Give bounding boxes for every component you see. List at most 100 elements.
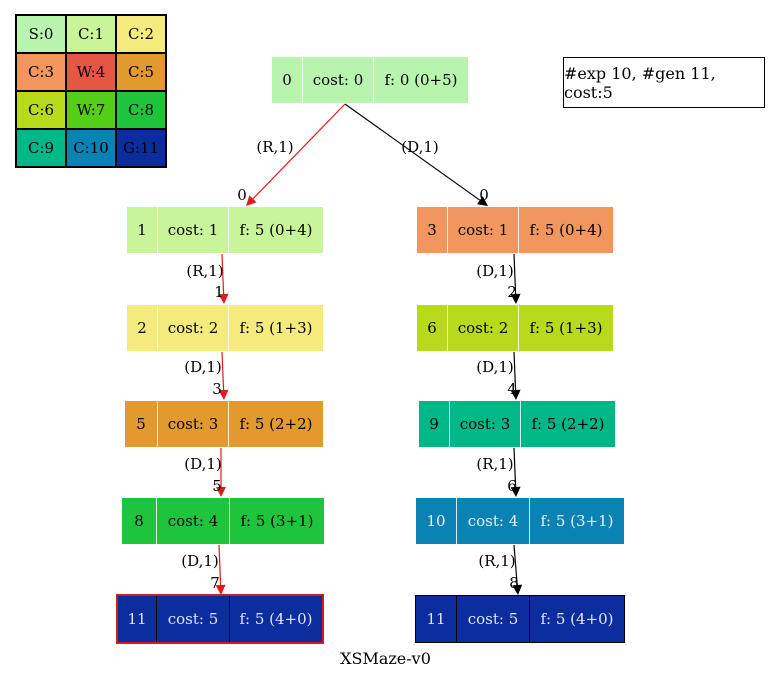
legend-cell: C:10 [67, 130, 115, 166]
legend-cell: S:0 [17, 16, 65, 52]
node-cost: cost: 2 [447, 305, 518, 351]
edge-arrowhead [216, 487, 226, 497]
edge-arrowhead [512, 584, 523, 595]
edge-action-label: (D,1) [476, 262, 514, 280]
node-state: 10 [426, 512, 446, 530]
edge-action-label: (D,1) [184, 455, 222, 473]
search-edge: (R,1) 1 [186, 253, 229, 304]
node-f-value: f: 5 (1+3) [518, 305, 613, 351]
edge-line [218, 544, 222, 586]
node-state: 3 [427, 221, 437, 239]
search-stats-text: #exp 10, #gen 11, cost:5 [564, 63, 716, 102]
node-state: 11 [426, 610, 446, 628]
diagram-title: XSMaze-v0 [340, 649, 431, 668]
edge-order-label: 0 [237, 186, 247, 204]
node-cost: cost: 1 [157, 207, 228, 253]
edge-line [252, 103, 346, 200]
edge-arrowhead [510, 293, 521, 304]
legend-cell: C:6 [17, 92, 65, 128]
search-edge: (D,1) 0 [344, 103, 489, 206]
node-cost: cost: 4 [156, 498, 229, 544]
edge-action-label: (R,1) [476, 455, 513, 473]
edge-line [513, 253, 517, 295]
edge-action-label: (D,1) [181, 552, 219, 570]
node-cost: cost: 4 [456, 498, 529, 544]
node-f-value: f: 5 (3+1) [529, 498, 624, 544]
edge-arrowhead [510, 389, 521, 400]
edge-order-label: 4 [507, 380, 517, 398]
search-edge: (D,1) 4 [476, 351, 521, 400]
legend-cell: C:5 [117, 54, 165, 90]
edge-order-label: 1 [214, 283, 224, 301]
node-state: 6 [427, 319, 437, 337]
legend-cell: W:4 [67, 54, 115, 90]
edge-action-label: (D,1) [401, 138, 439, 156]
node-cost: cost: 5 [456, 596, 529, 642]
edge-order-label: 5 [212, 477, 222, 495]
edge-order-label: 2 [507, 283, 517, 301]
search-edge: (D,1) 5 [184, 448, 226, 497]
edge-line [513, 544, 518, 586]
node-f-value: f: 5 (2+2) [228, 401, 323, 447]
edge-order-label: 3 [212, 380, 222, 398]
node-f-value: f: 5 (0+4) [228, 207, 323, 253]
node-state: 5 [136, 415, 146, 433]
search-edge: (D,1) 3 [184, 351, 229, 400]
legend-cell: C:2 [117, 16, 165, 52]
edge-line [344, 103, 481, 201]
search-stats-box: #exp 10, #gen 11, cost:5 [563, 57, 765, 108]
search-edge: (R,1) 0 [237, 103, 346, 206]
edge-line [513, 447, 517, 488]
edge-arrowhead [218, 293, 229, 304]
edge-order-label: 0 [479, 186, 489, 204]
edge-action-label: (D,1) [184, 358, 222, 376]
edge-action-label: (R,1) [186, 262, 223, 280]
legend-cell: C:8 [117, 92, 165, 128]
edge-line [221, 253, 225, 295]
edge-arrowhead [246, 195, 257, 206]
legend-cell: C:9 [17, 130, 65, 166]
node-state: 0 [282, 71, 292, 89]
legend-cell: C:3 [17, 54, 65, 90]
node-cost: cost: 0 [302, 57, 373, 103]
edge-arrowhead [215, 584, 226, 595]
edge-arrowhead [510, 486, 521, 497]
node-state: 9 [429, 415, 439, 433]
node-f-value: f: 5 (1+3) [228, 305, 323, 351]
node-f-value: f: 5 (3+1) [229, 498, 324, 544]
node-f-value: f: 5 (4+0) [529, 596, 624, 642]
node-cost: cost: 5 [156, 596, 229, 642]
node-f-value: f: 5 (0+4) [518, 207, 613, 253]
node-cost: cost: 3 [157, 401, 228, 447]
search-edge: (R,1)8 [478, 544, 523, 595]
node-cost: cost: 3 [449, 401, 520, 447]
search-edge: (R,1)6 [476, 447, 521, 497]
search-edge: (D,1) 7 [181, 544, 226, 595]
edge-order-label: 8 [509, 574, 519, 592]
node-state: 8 [134, 512, 144, 530]
node-cost: cost: 1 [447, 207, 518, 253]
edge-action-label: (D,1) [476, 358, 514, 376]
edge-action-label: (R,1) [256, 138, 293, 156]
search-edge: (D,1) 2 [476, 253, 521, 304]
edge-line [221, 351, 225, 391]
edge-order-label: 7 [210, 574, 220, 592]
legend-cell: G:11 [117, 130, 165, 166]
node-cost: cost: 2 [157, 305, 228, 351]
legend-cell: W:7 [67, 92, 115, 128]
legend-cell: C:1 [67, 16, 115, 52]
